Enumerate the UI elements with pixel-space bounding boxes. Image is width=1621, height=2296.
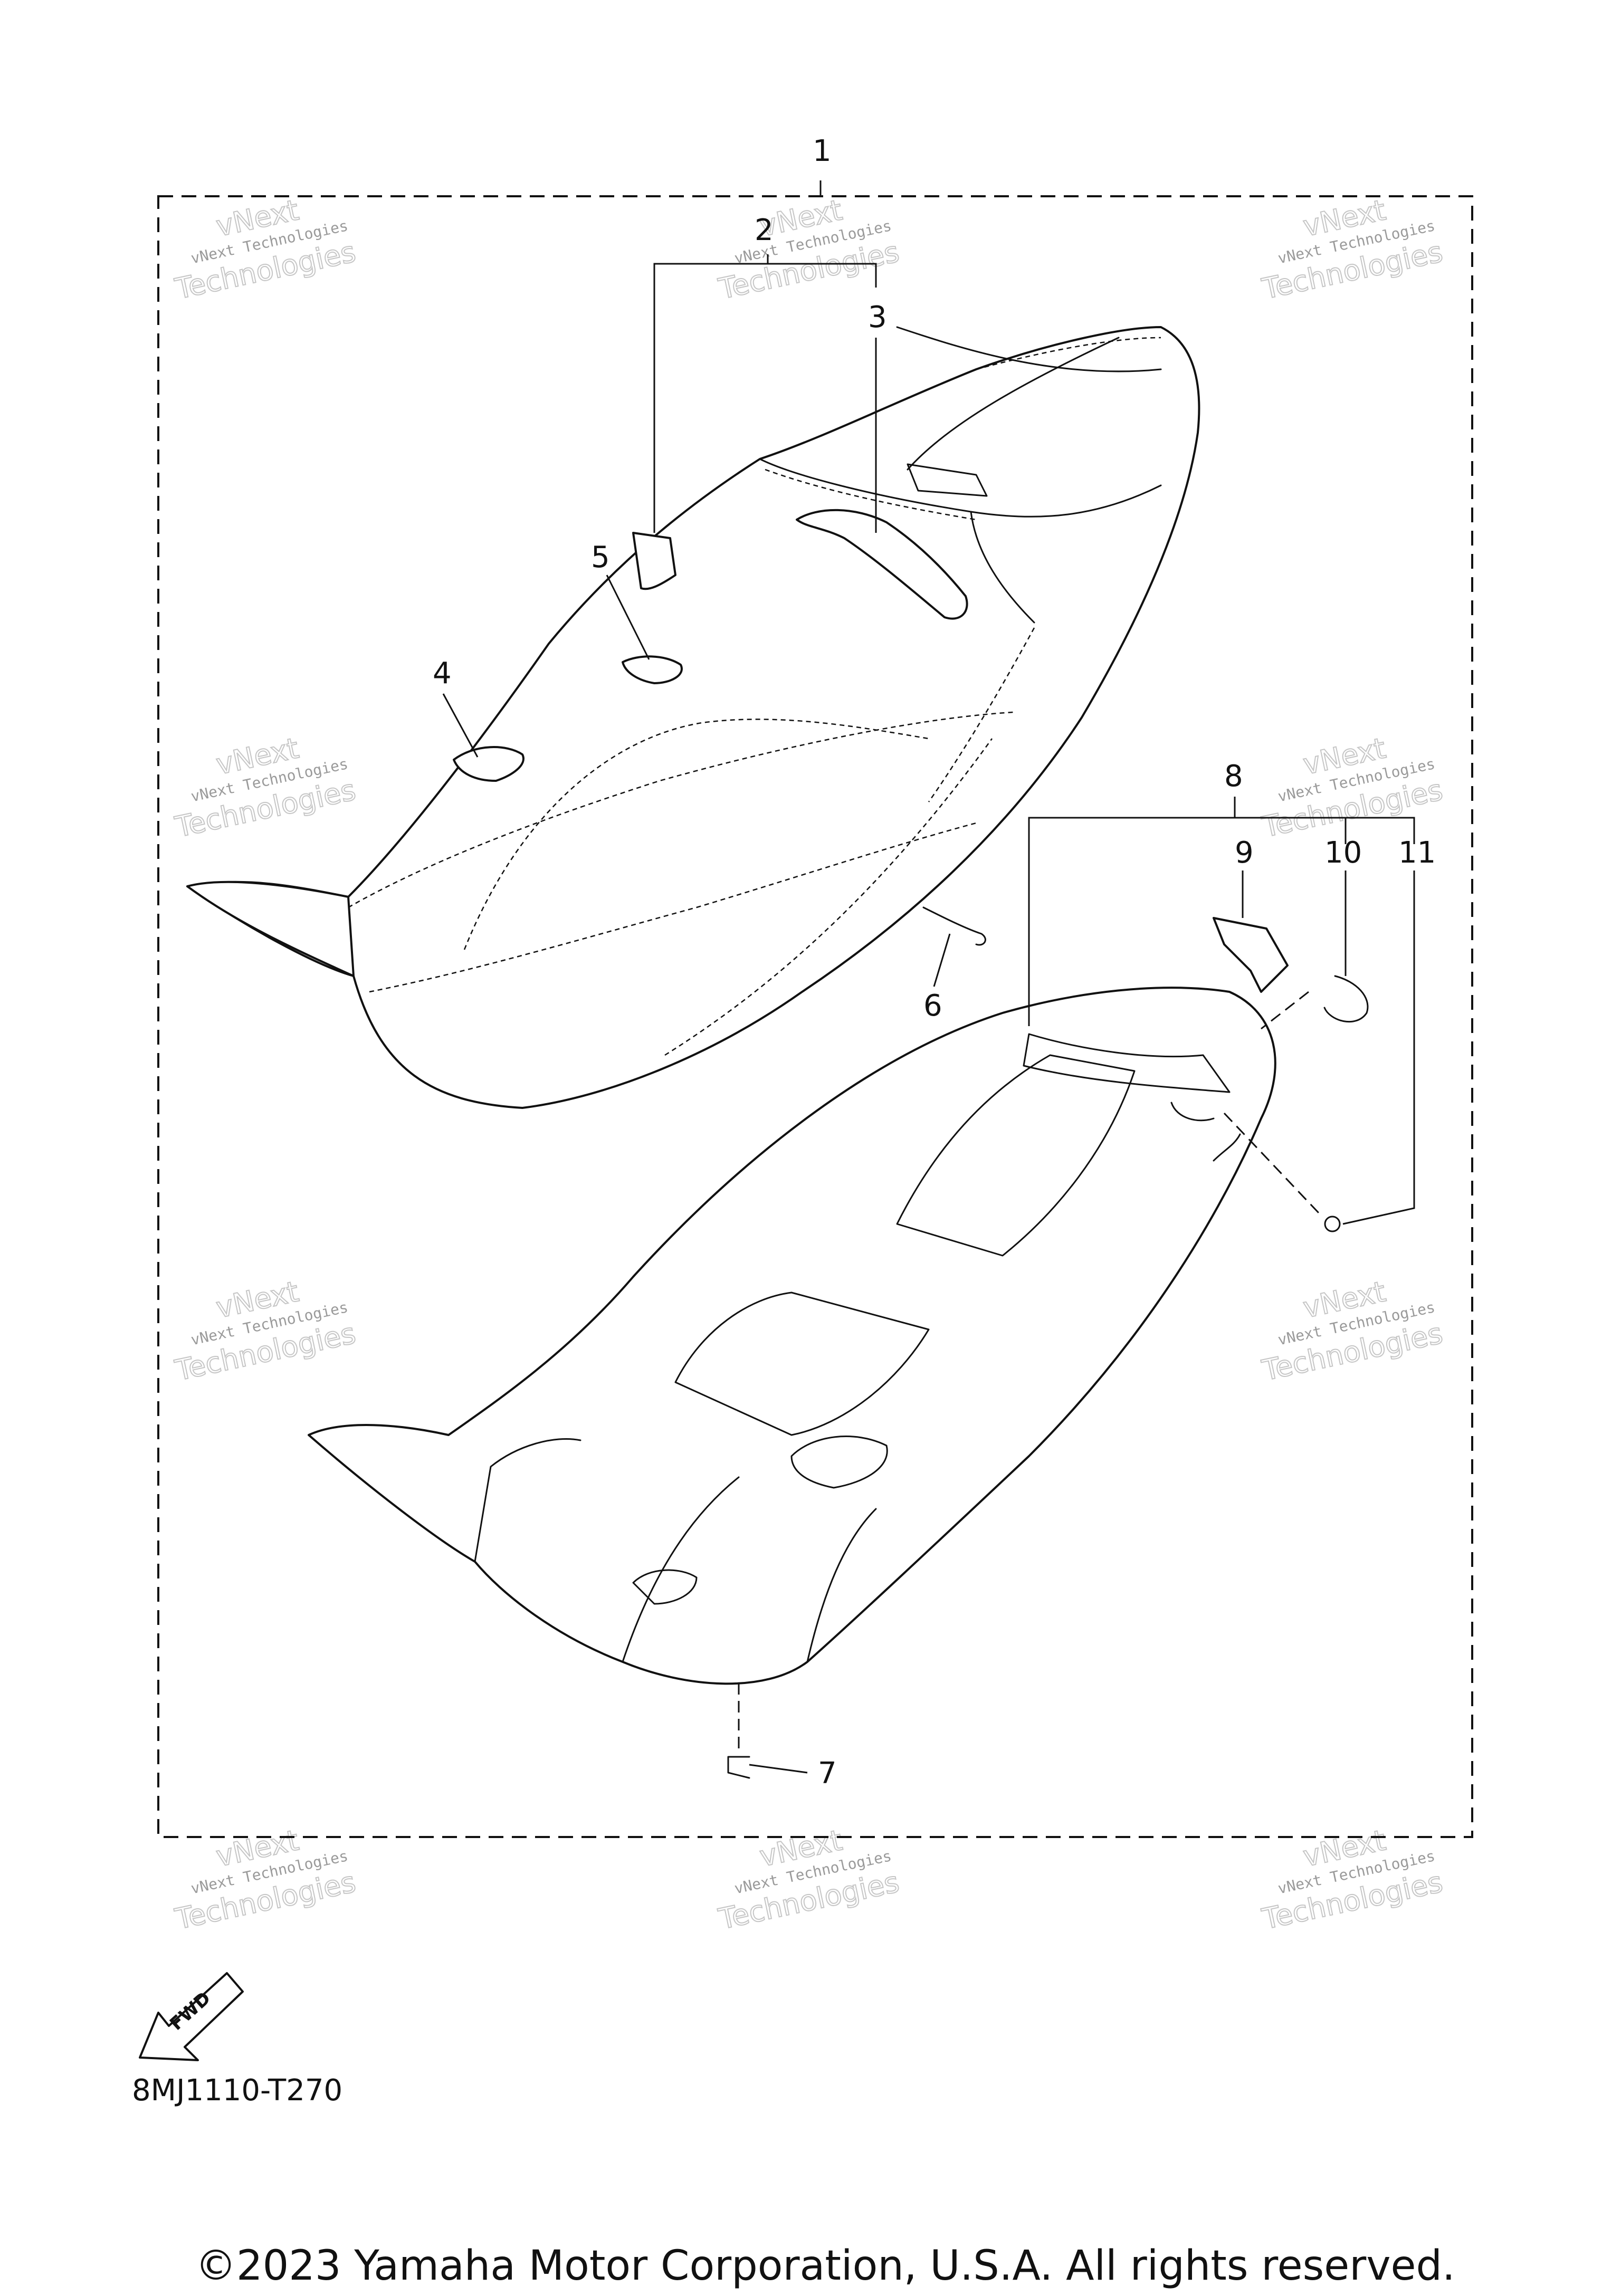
callout-2: 2 [755,213,774,247]
callout-8: 8 [1224,759,1243,793]
callout-10: 10 [1324,836,1362,870]
callout-3: 3 [868,300,887,334]
callout-7: 7 [818,1756,837,1791]
leader-lines [442,180,1415,1774]
callout-4: 4 [433,656,452,691]
callout-1: 1 [813,134,832,168]
diagram-code: 8MJ1110-T270 [132,2073,343,2108]
callout-6: 6 [923,989,942,1023]
copyright-notice: ©2023 Yamaha Motor Corporation, U.S.A. A… [195,2242,1455,2290]
callout-labels: 1 2 3 4 5 6 7 8 9 10 11 [433,134,1436,1791]
callout-9: 9 [1235,836,1254,870]
assembly-boundary [157,195,1473,1838]
fwd-arrow-icon: FWD [139,1972,244,2061]
callout-5: 5 [591,540,610,575]
callout-11: 11 [1398,836,1436,870]
seat-assembly [186,326,1200,1109]
seat-base [308,987,1276,1685]
small-parts [727,906,1369,1779]
